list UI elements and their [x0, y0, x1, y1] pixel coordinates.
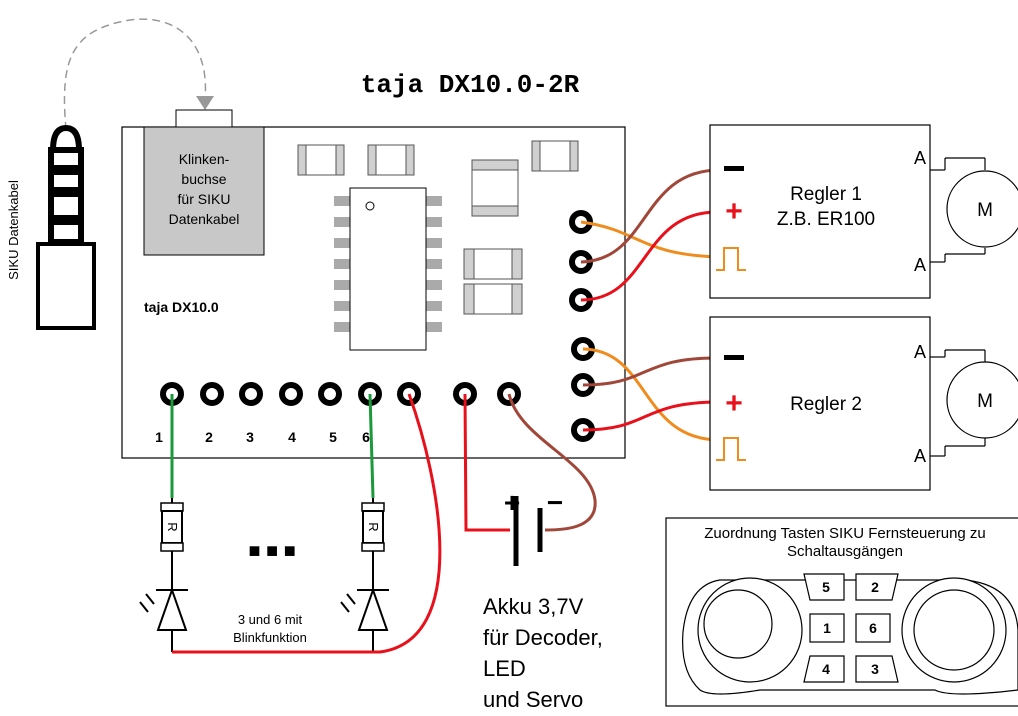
- regulator-1: [709, 124, 1018, 299]
- led-1: [139, 580, 188, 652]
- battery-line-4: und Servo: [483, 687, 583, 712]
- battery-plus: +: [504, 487, 520, 518]
- remote-button-2: 2: [871, 579, 879, 595]
- battery-minus: −: [547, 487, 563, 518]
- regulator-2-plus: +: [725, 387, 743, 420]
- battery-line-3: LED: [483, 656, 526, 681]
- jack-label-3: für SIKU: [178, 191, 231, 207]
- regulator-1-terminal-a-bottom: A: [914, 255, 926, 275]
- battery-wires: [172, 393, 597, 654]
- remote-button-5: 5: [822, 579, 830, 595]
- resistor-1: [160, 498, 184, 580]
- resistor-2-label: R: [366, 522, 381, 531]
- pin-label-2: 2: [205, 429, 213, 445]
- regulator-1-name: Regler 1: [790, 184, 862, 205]
- right-pads: [569, 210, 595, 442]
- pin-label-1: 1: [155, 429, 163, 445]
- remote-button-3: 3: [871, 661, 879, 677]
- resistor-1-label: R: [165, 522, 180, 531]
- remote-title-2: Schaltausgängen: [787, 543, 903, 560]
- led-wires: [170, 393, 375, 499]
- regulator-2-wires: [582, 347, 721, 442]
- regulator-2: [709, 316, 1018, 491]
- jack-label-4: Datenkabel: [169, 211, 240, 227]
- regulator-1-model: Z.B. ER100: [777, 209, 875, 230]
- ellipsis-dots: ■ ■ ■: [248, 540, 295, 562]
- pin-label-5: 5: [329, 429, 337, 445]
- arrowhead-icon: [196, 96, 214, 110]
- smd-components: [297, 140, 579, 315]
- resistor-2: [361, 498, 385, 580]
- remote-button-1: 1: [823, 620, 831, 636]
- regulator-2-name: Regler 2: [790, 394, 862, 415]
- pin-label-4: 4: [288, 429, 296, 445]
- motor-2-icon: M: [977, 391, 993, 412]
- regulator-1-terminal-a-top: A: [914, 148, 926, 168]
- remote-title-1: Zuordnung Tasten SIKU Fernsteuerung zu: [704, 525, 986, 542]
- regulator-2-terminal-a-bottom: A: [914, 446, 926, 466]
- regulator-1-wires: [580, 168, 721, 302]
- jack-socket: [143, 126, 265, 256]
- battery-line-2: für Decoder,: [483, 625, 603, 650]
- bottom-pads: [160, 382, 521, 406]
- siku-cable-plug: [36, 124, 96, 330]
- jack-label-1: Klinken-: [179, 151, 230, 167]
- led-2: [340, 580, 389, 652]
- board-label: taja DX10.0: [144, 299, 219, 315]
- remote-button-4: 4: [822, 661, 830, 677]
- cable-label: SIKU Datenkabel: [6, 180, 21, 280]
- ic-chip: [334, 187, 442, 351]
- pin-label-6: 6: [362, 429, 370, 445]
- jack-label-2: buchse: [181, 171, 226, 187]
- jack-tab: [175, 109, 233, 128]
- diagram-title: taja DX10.0-2R: [361, 70, 580, 100]
- cable-plug-arrow: [63, 18, 207, 131]
- regulator-1-plus: +: [725, 195, 743, 228]
- remote-button-6: 6: [869, 620, 877, 636]
- battery-symbol: [513, 496, 543, 566]
- led-note-1: 3 und 6 mit: [238, 612, 303, 627]
- led-note-2: Blinkfunktion: [233, 630, 307, 645]
- motor-1-icon: M: [977, 200, 993, 221]
- remote-layout-box: [665, 517, 1018, 707]
- battery-line-1: Akku 3,7V: [483, 594, 584, 619]
- regulator-2-terminal-a-top: A: [914, 342, 926, 362]
- pin-label-3: 3: [246, 429, 254, 445]
